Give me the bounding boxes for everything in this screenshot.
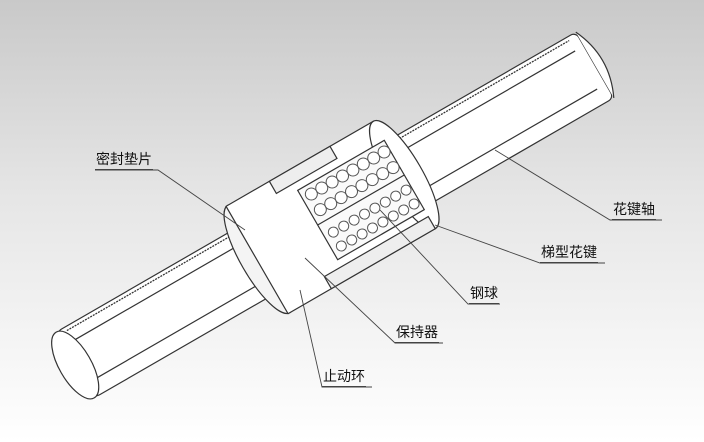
label-trapezoid-spline: 梯型花键 [540, 245, 598, 263]
label-spline-shaft: 花键轴 [612, 202, 656, 220]
steel-balls [304, 145, 420, 252]
label-seal: 密封垫片 [95, 152, 153, 170]
label-steel-ball: 钢球 [469, 286, 499, 304]
label-snap-ring: 止动环 [322, 369, 366, 387]
leader-lines [95, 149, 662, 388]
label-retainer: 保持器 [395, 325, 439, 343]
